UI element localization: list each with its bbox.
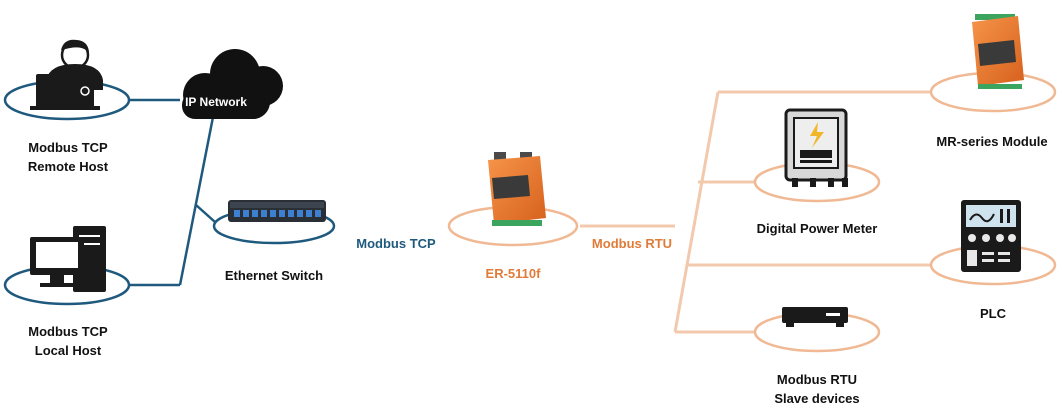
modbus-rtu-link-label: Modbus RTU (591, 236, 673, 251)
plc-label: PLC (980, 306, 1006, 321)
switch-drop-link (195, 204, 216, 223)
power-meter-label: Digital Power Meter (756, 221, 878, 236)
slave-devices-label: Modbus RTU Slave devices (752, 370, 882, 408)
switch-port (297, 210, 303, 217)
local-host-label: Modbus TCP Local Host (10, 322, 126, 360)
desktop-computer-icon (30, 226, 106, 292)
cloud-backbone-link (178, 111, 216, 286)
remote-host-label-line2: Remote Host (27, 159, 109, 174)
switch-port (279, 210, 285, 217)
slave-devices-label-line2: Slave devices (774, 391, 860, 406)
switch-port (261, 210, 267, 217)
local-host-label-line1: Modbus TCP (28, 324, 108, 339)
gateway-label: ER-5110f (485, 266, 541, 281)
power-meter-icon (784, 108, 848, 187)
person-laptop-icon (30, 39, 103, 110)
remote-host-label-line1: Modbus TCP (28, 140, 108, 155)
local-host-label-line2: Local Host (34, 343, 102, 358)
plc-icon (961, 200, 1021, 272)
remote-host-label: Modbus TCP Remote Host (10, 138, 126, 176)
ethernet-switch-label: Ethernet Switch (224, 268, 324, 283)
modbus-tcp-link-label: Modbus TCP (356, 236, 436, 251)
rtu-bus-trunk (673, 91, 720, 333)
ip-network-label: IP Network (185, 95, 247, 109)
rtu-bus-lines (580, 90, 935, 334)
cloud-icon (182, 49, 283, 119)
switch-port (234, 210, 240, 217)
gateway-device-icon (488, 152, 546, 226)
switch-port (243, 210, 249, 217)
mr-module-label: MR-series Module (936, 134, 1048, 149)
switch-port (306, 210, 312, 217)
slave-device-icon (782, 307, 848, 327)
switch-port (252, 210, 258, 217)
tcp-network-lines (130, 98, 216, 287)
slave-devices-label-line1: Modbus RTU (776, 372, 858, 387)
network-switch-icon (228, 200, 326, 222)
switch-port (315, 210, 321, 217)
switch-port (270, 210, 276, 217)
switch-port (288, 210, 294, 217)
io-module-icon (972, 14, 1024, 89)
